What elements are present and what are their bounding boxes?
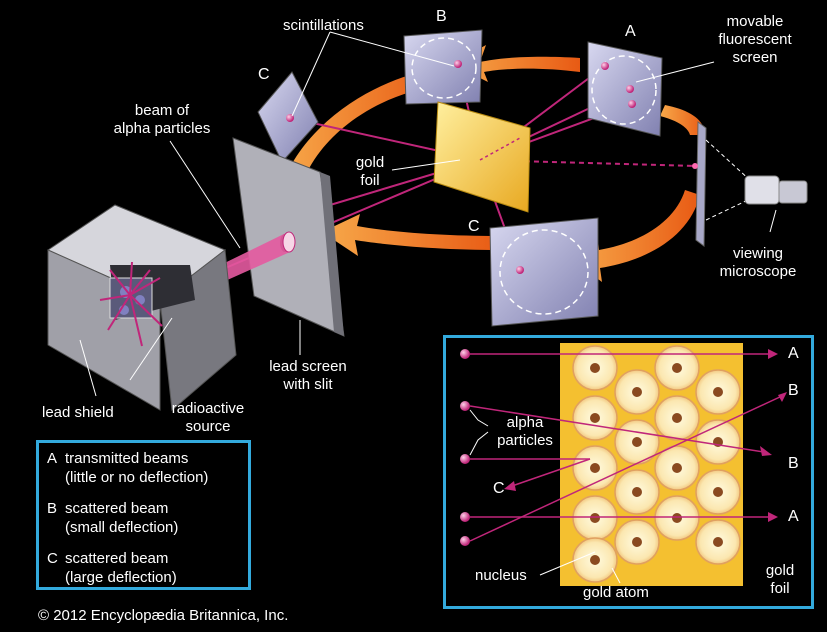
nucleus-dot — [672, 413, 682, 423]
viewing-microscope-icon — [744, 175, 808, 233]
screen-b — [403, 29, 483, 105]
screen-a-label: A — [625, 23, 636, 40]
lead-shield-label: lead shield — [42, 404, 114, 421]
nucleus-dot — [590, 513, 600, 523]
microscope-screen — [692, 121, 753, 247]
nucleus-dot — [632, 387, 642, 397]
inset-gold-atom-label: gold atom — [583, 584, 649, 601]
screen-a — [587, 41, 663, 137]
screen-b-label: B — [436, 8, 447, 25]
inset-out-c: C — [493, 480, 505, 497]
scintillations-label: scintillations — [283, 17, 364, 34]
screen-c-left-label: C — [258, 66, 270, 83]
screen-c-left — [257, 71, 319, 163]
inset-out-a-top: A — [788, 345, 799, 362]
nucleus-dot — [713, 537, 723, 547]
inset-out-b-top: B — [788, 382, 799, 399]
nucleus-dot — [713, 387, 723, 397]
copyright: © 2012 Encyclopædia Britannica, Inc. — [38, 607, 289, 624]
inset-frame — [443, 335, 814, 609]
nucleus-dot — [672, 363, 682, 373]
nucleus-dot — [632, 487, 642, 497]
gold-foil — [433, 101, 531, 213]
inset-out-a-bottom: A — [788, 508, 799, 525]
nucleus-dot — [713, 487, 723, 497]
screen-c-bottom — [489, 217, 599, 327]
inset-diagram — [460, 343, 787, 586]
screen-c-bottom-label: C — [468, 218, 480, 235]
nucleus-dot — [672, 463, 682, 473]
nucleus-dot — [632, 537, 642, 547]
nucleus-dot — [672, 513, 682, 523]
nucleus-dot — [590, 363, 600, 373]
inset-nucleus-label: nucleus — [475, 567, 527, 584]
legend-box: A transmitted beams (little or no deflec… — [36, 440, 251, 590]
leader-lines — [79, 31, 715, 397]
nucleus-dot — [590, 463, 600, 473]
nucleus-dot — [632, 437, 642, 447]
lead-shield — [46, 204, 237, 411]
nucleus-dot — [590, 413, 600, 423]
inset-out-b-mid: B — [788, 455, 799, 472]
rotation-arrows — [280, 45, 705, 282]
nucleus-dot — [590, 555, 600, 565]
